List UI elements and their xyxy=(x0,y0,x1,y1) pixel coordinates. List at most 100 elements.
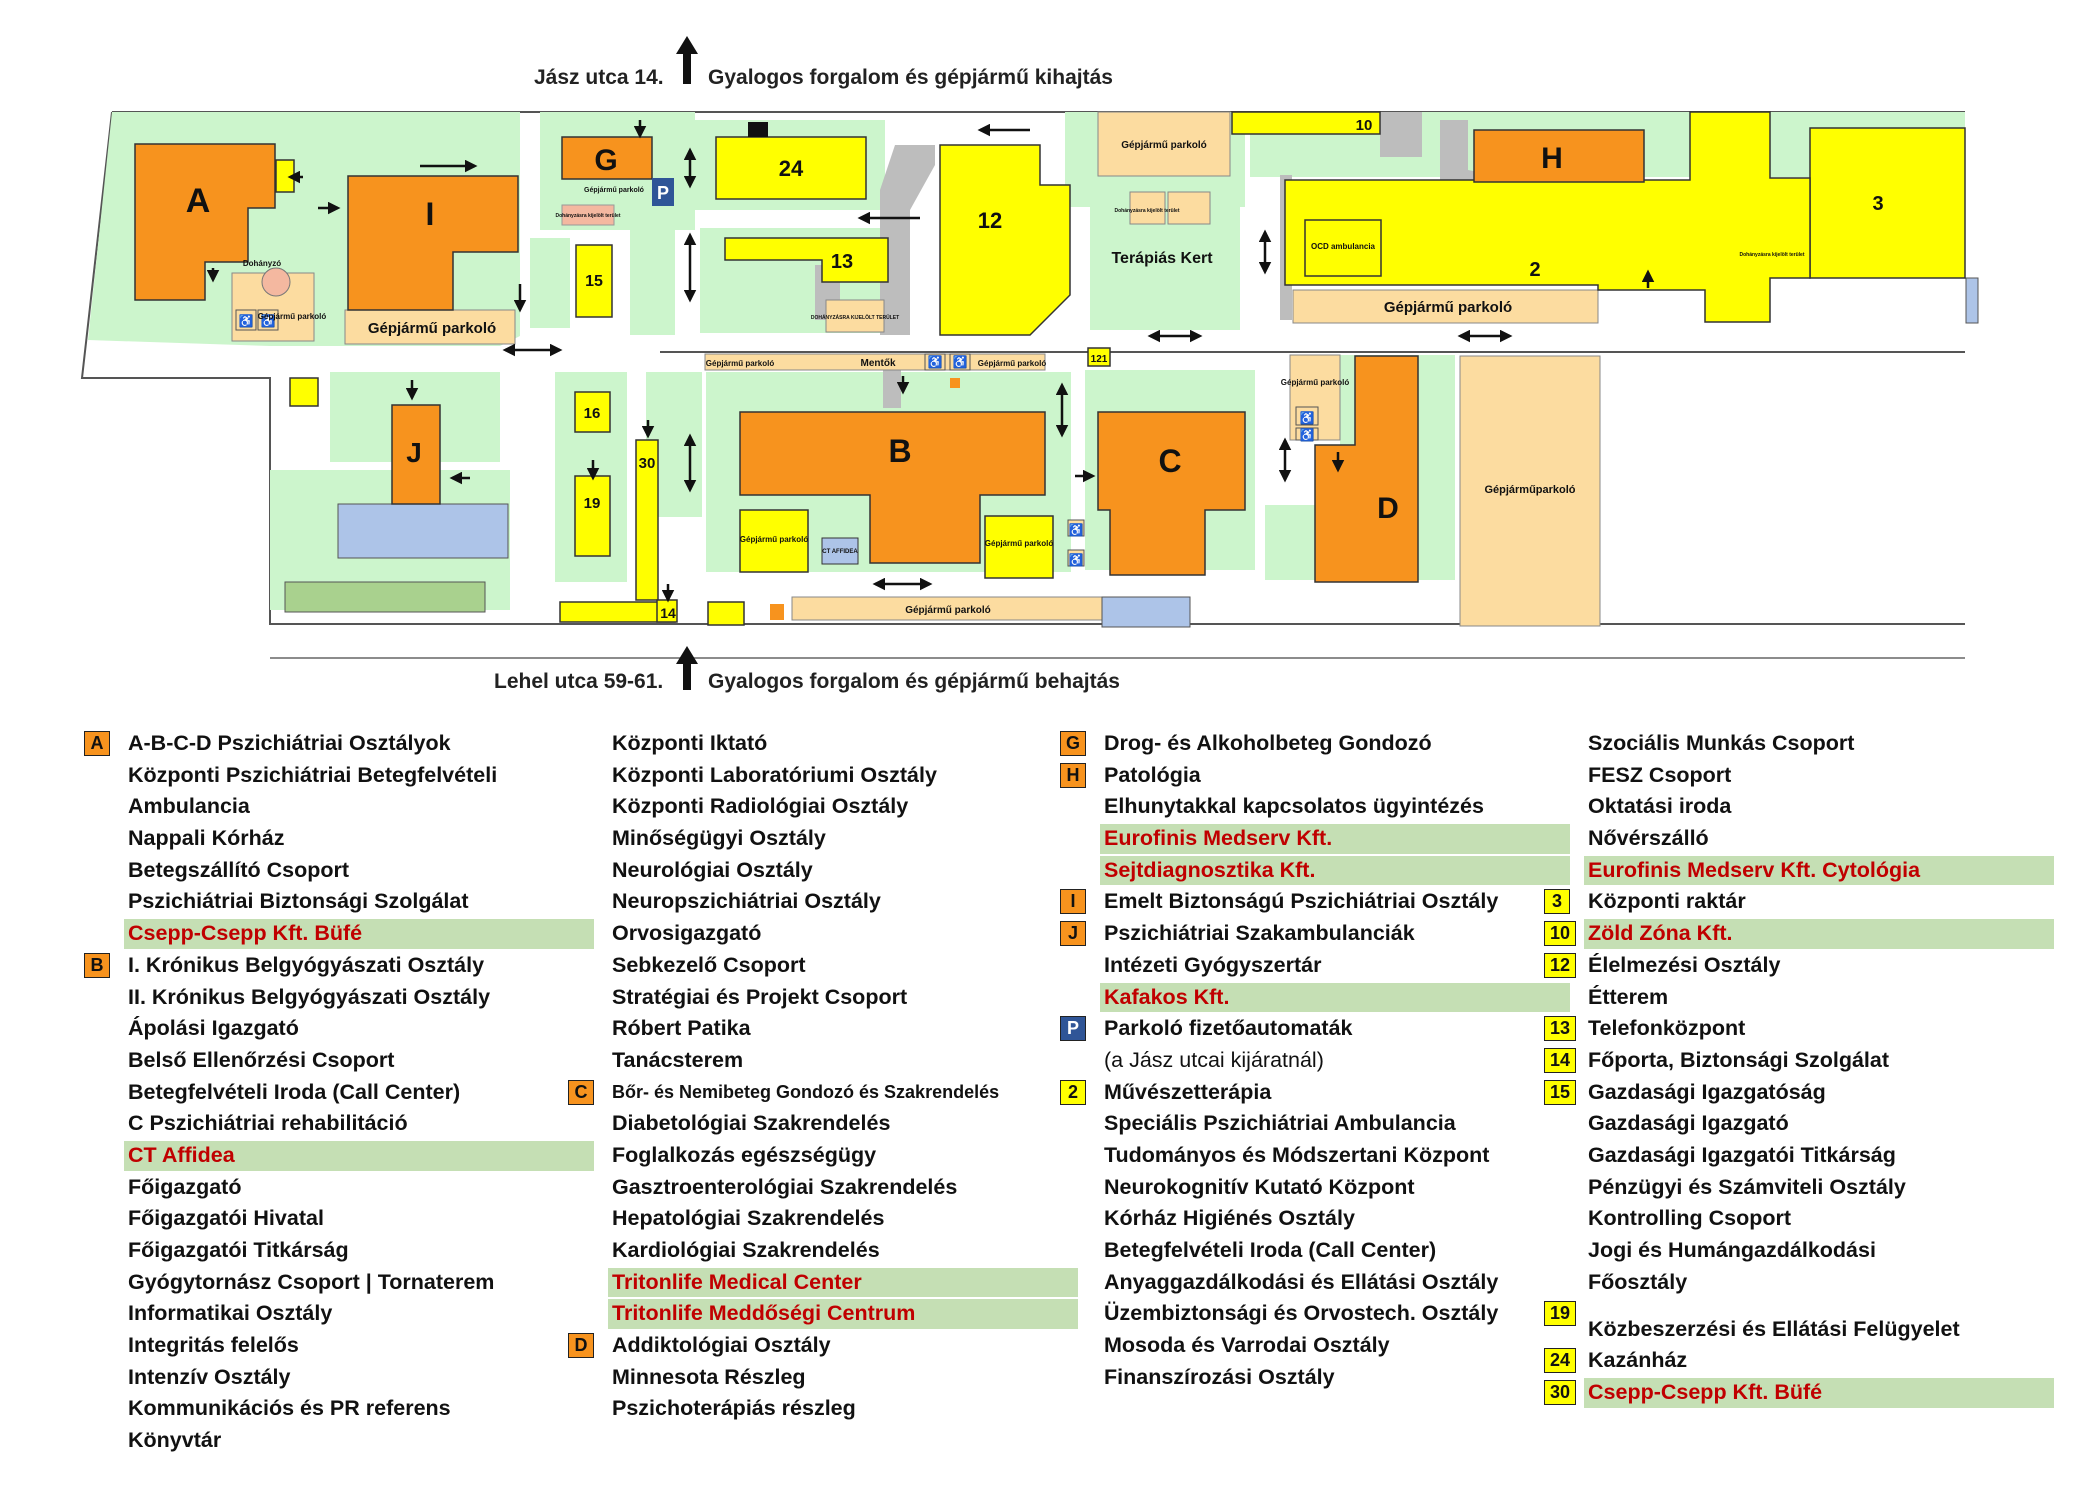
legend-item: Intenzív Osztály xyxy=(84,1362,584,1394)
legend-item: Stratégiai és Projekt Csoport xyxy=(568,982,1068,1014)
legend-key-badge: A xyxy=(84,731,110,756)
building-24-chimney xyxy=(748,122,768,137)
legend-item: Oktatási iroda xyxy=(1544,791,2044,823)
legend-item-label: (a Jász utcai kijáratnál) xyxy=(1104,1047,1324,1072)
svg-text:♿: ♿ xyxy=(928,355,943,369)
parking-p-sign xyxy=(652,178,674,206)
legend-item-label: Tritonlife Medical Center xyxy=(612,1269,862,1294)
legend-key-badge: C xyxy=(568,1079,594,1105)
legend-item: Gasztroenterológiai Szakrendelés xyxy=(568,1172,1068,1204)
legend-key-badge: 10 xyxy=(1544,921,1576,947)
legend-key-badge: H xyxy=(1060,762,1086,788)
building-3 xyxy=(1809,127,1966,279)
street-arrows xyxy=(676,36,698,690)
label-parking-D: Gépjármű parkoló xyxy=(1281,378,1350,387)
legend-item-label: Sebkezelő Csoport xyxy=(612,952,806,977)
legend-item-label: Patológia xyxy=(1104,762,1201,787)
label-dohany-terapia: Dohányzásra kijelölt terület xyxy=(1114,208,1179,214)
legend-item-label: Gasztroenterológiai Szakrendelés xyxy=(612,1174,958,1199)
legend-item: Könyvtár xyxy=(84,1425,584,1457)
label-24: 24 xyxy=(779,156,804,181)
legend-item: Tritonlife Meddőségi Centrum xyxy=(568,1298,1078,1330)
legend-item: Minnesota Részleg xyxy=(568,1362,1068,1394)
legend-item-label: Orvosigazgató xyxy=(612,921,762,946)
legend-key-badge: 12 xyxy=(1544,952,1576,978)
legend-item: Anyaggazdálkodási és Ellátási Osztály xyxy=(1060,1267,1560,1299)
building-H xyxy=(1473,129,1645,183)
legend-item: Pszichoterápiás részleg xyxy=(568,1393,1068,1425)
building-15 xyxy=(575,244,613,318)
legend-key-badge: D xyxy=(568,1333,594,1359)
legend-item: Minőségügyi Osztály xyxy=(568,823,1068,855)
legend-key-badge: B xyxy=(84,952,110,978)
legend-key-badge: P xyxy=(1060,1016,1086,1042)
legend-item-label: Ambulancia xyxy=(128,794,250,819)
label-parking-I: Gépjármű parkoló xyxy=(368,320,496,337)
parking-lots xyxy=(231,111,1601,627)
label-G: G xyxy=(594,144,617,177)
building-B xyxy=(739,411,1046,564)
legend-item: Finanszírozási Osztály xyxy=(1060,1362,1560,1394)
legend-item-label: CT Affidea xyxy=(128,1142,235,1167)
parking-lot-big xyxy=(1459,355,1601,627)
legend-item-label: Kardiológiai Szakrendelés xyxy=(612,1238,880,1262)
legend-item: B I. Krónikus Belgyógyászati Osztály xyxy=(84,950,584,982)
legend-item-label: I. Krónikus Belgyógyászati Osztály xyxy=(128,952,485,977)
label-B: B xyxy=(888,433,911,469)
label-parking-mid2: Gépjármű parkoló xyxy=(978,359,1047,368)
legend-item-label: Eurofinis Medserv Kft. xyxy=(1104,826,1333,851)
legend-item: Tudományos és Módszertani Központ xyxy=(1060,1140,1560,1172)
legend-item: Nővérszálló xyxy=(1544,823,2044,855)
legend-item: II. Krónikus Belgyógyászati Osztály xyxy=(84,982,584,1014)
legend-item-label: Intézeti Gyógyszertár xyxy=(1104,952,1322,977)
legend-item-label: Betegszállító Csoport xyxy=(128,857,349,882)
legend-item-label: Központi Radiológiai Osztály xyxy=(612,794,909,819)
smoking-circle-A xyxy=(261,267,291,297)
legend-item-label: II. Krónikus Belgyógyászati Osztály xyxy=(128,984,491,1009)
label-D: D xyxy=(1377,492,1399,525)
parking-lot-I xyxy=(344,309,516,345)
legend-item-label: Stratégiai és Projekt Csoport xyxy=(612,984,908,1009)
legend-item: Betegfelvételi Iroda (Call Center) xyxy=(1060,1235,1560,1267)
building-19 xyxy=(574,475,611,557)
label-dohany-13: DOHÁNYZÁSRA KIJELÖLT TERÜLET xyxy=(811,314,899,321)
legend-item-label: Központi Iktató xyxy=(612,731,768,755)
legend-item-label: Drog- és Alkoholbeteg Gondozó xyxy=(1104,731,1432,755)
legend-item: Központi Pszichiátriai Betegfelvételi xyxy=(84,760,584,792)
legend-key-badge: 3 xyxy=(1544,889,1570,915)
legend-item: Tritonlife Medical Center xyxy=(568,1267,1078,1299)
legend-item-label: Neurológiai Osztály xyxy=(612,857,813,882)
legend-item-label: Elhunytakkal kapcsolatos ügyintézés xyxy=(1104,794,1484,819)
legend-item-label: Főigazgató xyxy=(128,1174,242,1199)
legend-item: Neuropszichiátriai Osztály xyxy=(568,886,1068,918)
legend-key-badge: 2 xyxy=(1060,1079,1086,1105)
small-orange-1 xyxy=(950,378,960,388)
label-parking-big: Gépjárműparkoló xyxy=(1484,484,1575,496)
building-G xyxy=(561,136,653,180)
legend-item: Gazdasági Igazgatói Titkárság xyxy=(1544,1140,2044,1172)
legend-item-label: Kafakos Kft. xyxy=(1104,984,1230,1009)
smoking-area-13 xyxy=(825,299,885,333)
legend-item: Főosztály xyxy=(1544,1267,2044,1299)
legend-item: C Pszichiátriai rehabilitáció xyxy=(84,1108,584,1140)
blue-area-bottom xyxy=(1101,596,1191,628)
label-ct-affidea: CT AFFIDEA xyxy=(822,549,858,555)
legend-item-label: Diabetológiai Szakrendelés xyxy=(612,1111,891,1136)
parking-lot-2 xyxy=(1292,289,1599,324)
small-orange-2 xyxy=(770,604,784,620)
legend-item: CT Affidea xyxy=(84,1140,594,1172)
svg-text:♿: ♿ xyxy=(239,314,254,328)
svg-text:♿: ♿ xyxy=(953,355,968,369)
blue-area-right xyxy=(1965,277,1979,324)
legend-item-label: Kórház Higiénés Osztály xyxy=(1104,1206,1355,1231)
legend-item-label: Pénzügyi és Számviteli Osztály xyxy=(1588,1174,1906,1199)
legend-item-label: Tanácsterem xyxy=(612,1047,744,1072)
legend-item: Jogi és Humángazdálkodási xyxy=(1544,1235,2044,1267)
